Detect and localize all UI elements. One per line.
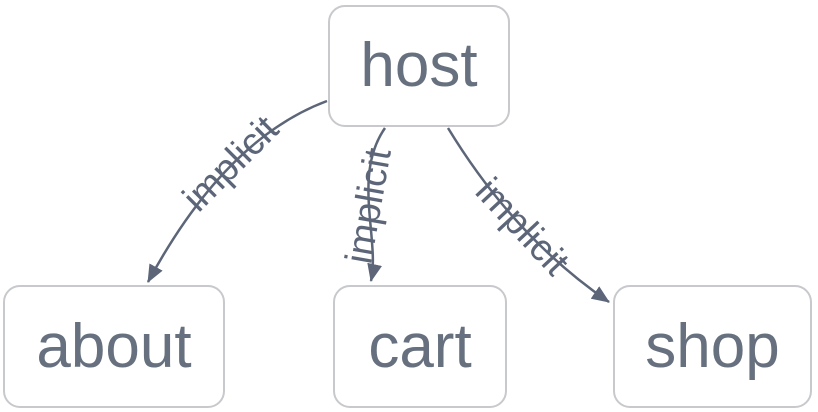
node-host[interactable]: host: [328, 5, 510, 127]
edge-label-host-cart: implicit: [338, 145, 400, 267]
node-about-label: about: [36, 311, 192, 381]
node-shop[interactable]: shop: [613, 285, 812, 408]
node-cart-label: cart: [368, 311, 472, 381]
node-about[interactable]: about: [3, 285, 225, 408]
edge-host-about: [146, 99, 328, 283]
edge-host-cart: [367, 127, 387, 282]
edge-label-host-about: implicit: [175, 108, 287, 220]
node-cart[interactable]: cart: [333, 285, 507, 408]
node-shop-label: shop: [645, 311, 780, 381]
edge-label-host-shop: implicit: [467, 170, 577, 284]
edge-host-shop: [446, 127, 610, 304]
node-host-label: host: [360, 31, 478, 100]
